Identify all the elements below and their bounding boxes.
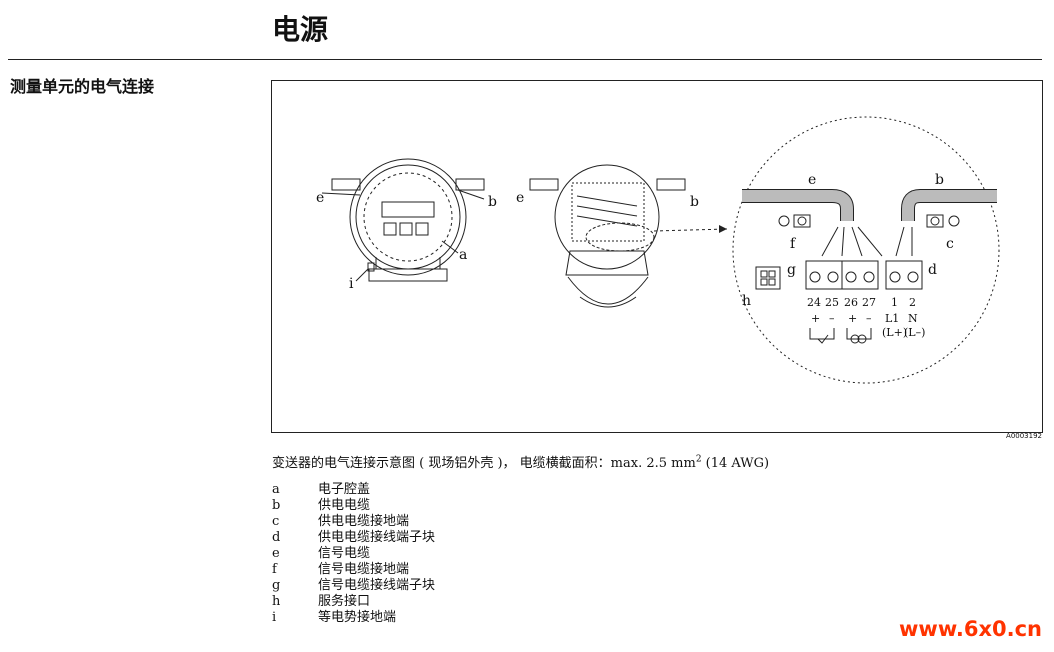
callout-b-middle: b <box>690 194 699 210</box>
label-lplus: (L+) <box>882 326 907 339</box>
legend-text: 服务接口 <box>318 594 371 609</box>
legend-key: g <box>272 578 281 593</box>
housing-body <box>349 158 467 276</box>
legend-item: h 服务接口 <box>272 594 435 610</box>
polarity-minus-1: – <box>829 312 835 325</box>
legend-item: i 等电势接地端 <box>272 610 435 626</box>
cable-gland-left <box>331 178 361 191</box>
detail-cables <box>742 189 997 257</box>
wiring-diagram: e b a i e b <box>316 116 1000 384</box>
legend-item: a 电子腔盖 <box>272 482 435 498</box>
page-title: 电源 <box>272 13 329 46</box>
housing-closed <box>331 158 485 282</box>
section-heading: 测量单元的电气连接 <box>10 77 155 96</box>
callout-e-left: e <box>316 190 324 206</box>
legend-text: 供电电缆接线端子块 <box>318 530 436 545</box>
legend-item: e 信号电缆 <box>272 546 435 562</box>
detail-circle <box>732 116 1000 384</box>
output-symbols <box>809 328 872 344</box>
legend-item: c 供电电缆接地端 <box>272 514 435 530</box>
callout-f: f <box>790 236 797 252</box>
label-l1: L1 <box>885 312 899 325</box>
legend-item: b 供电电缆 <box>272 498 435 514</box>
caption-superscript: 2 <box>695 454 702 465</box>
terminal-1: 1 <box>891 296 898 309</box>
polarity-plus-1: + <box>811 312 820 325</box>
callout-b-detail: b <box>935 172 944 188</box>
caption-prefix: 变送器的电气连接示意图 ( 现场铝外壳 )， 电缆横截面积：max. 2.5 m… <box>272 456 696 471</box>
callout-g: g <box>787 262 796 278</box>
legend-text: 供电电缆 <box>318 498 371 513</box>
callout-b-left: b <box>488 194 497 210</box>
legend-key: f <box>272 562 277 577</box>
wiring-figure: e b a i e b <box>271 80 1043 433</box>
service-interface <box>755 266 781 290</box>
terminal-blocks <box>805 260 923 290</box>
callout-i: i <box>349 276 354 292</box>
power-ground-terminal <box>926 214 960 228</box>
legend-item: f 信号电缆接地端 <box>272 562 435 578</box>
legend-text: 供电电缆接地端 <box>318 514 410 529</box>
legend-text: 信号电缆接线端子块 <box>318 578 436 593</box>
callout-a: a <box>459 247 467 263</box>
signal-ground-terminal <box>778 214 811 228</box>
housing-base <box>368 268 448 282</box>
callout-c: c <box>946 236 954 252</box>
header-rule <box>8 59 1042 60</box>
legend-key: i <box>272 610 277 625</box>
figure-caption: 变送器的电气连接示意图 ( 现场铝外壳 )， 电缆横截面积：max. 2.5 m… <box>272 452 769 471</box>
zoom-pointer <box>653 228 728 232</box>
legend-key: b <box>272 498 281 513</box>
legend-text: 信号电缆接地端 <box>318 562 410 577</box>
callout-d: d <box>928 262 937 278</box>
cable-gland-right <box>455 178 485 191</box>
caption-suffix: (14 AWG) <box>701 456 770 471</box>
label-lminus: (L–) <box>904 326 925 339</box>
label-n: N <box>908 312 918 325</box>
terminal-26: 26 <box>844 296 858 309</box>
terminal-24: 24 <box>807 296 821 309</box>
legend-text: 等电势接地端 <box>318 610 397 625</box>
legend-item: d 供电电缆接线端子块 <box>272 530 435 546</box>
legend-item: g 信号电缆接线端子块 <box>272 578 435 594</box>
legend-key: h <box>272 594 281 609</box>
figure-id: A0003192 <box>1006 432 1042 440</box>
terminal-25: 25 <box>825 296 839 309</box>
callout-h: h <box>742 293 751 309</box>
legend-text: 电子腔盖 <box>318 482 371 497</box>
legend-key: e <box>272 546 280 561</box>
legend-text: 信号电缆 <box>318 546 371 561</box>
terminal-27: 27 <box>862 296 876 309</box>
legend-list: a 电子腔盖 b 供电电缆 c 供电电缆接地端 d 供电电缆接线端子块 e 信号电缆 f 信… <box>272 482 435 626</box>
terminal-2: 2 <box>909 296 916 309</box>
polarity-minus-2: – <box>866 312 872 325</box>
polarity-plus-2: + <box>848 312 857 325</box>
watermark: www.6x0.cn <box>899 617 1042 641</box>
legend-key: d <box>272 530 281 545</box>
callout-e-middle: e <box>516 190 524 206</box>
ground-terminal <box>367 262 375 272</box>
legend-key: a <box>272 482 280 497</box>
callout-e-detail: e <box>808 172 816 188</box>
housing-open <box>529 164 686 308</box>
display-window <box>381 201 435 218</box>
legend-key: c <box>272 514 280 529</box>
